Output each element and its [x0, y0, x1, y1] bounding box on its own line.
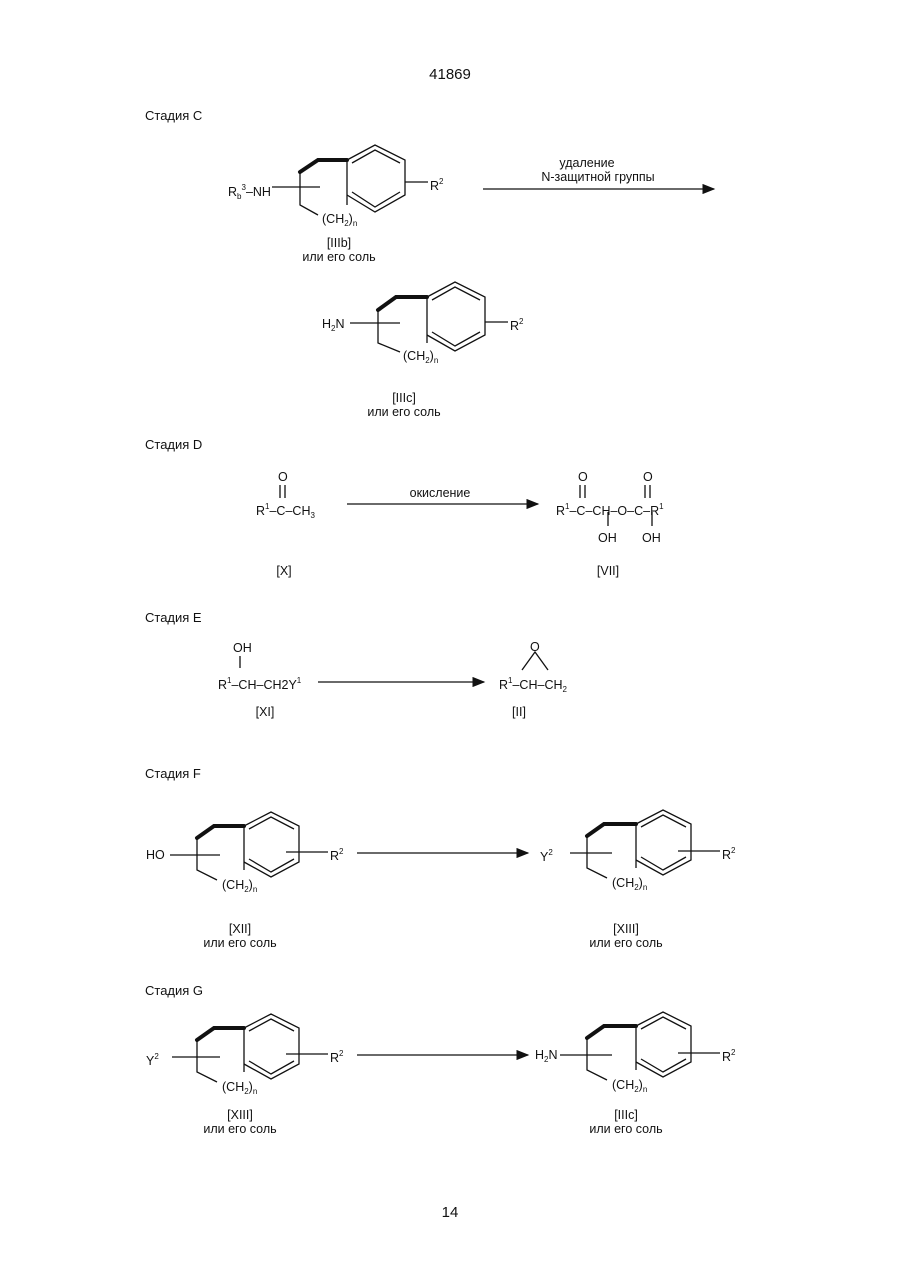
- arrow-label-oxidation: окисление: [410, 486, 471, 500]
- salt-note-xiii-f: или его соль: [589, 936, 662, 950]
- salt-note-iiib: или его соль: [302, 250, 375, 264]
- ring-system-xiii-g: [172, 1014, 328, 1082]
- epoxide-ring: [522, 652, 548, 670]
- salt-note-iiic: или его соль: [367, 405, 440, 419]
- ring-system-xiii-f: [570, 810, 720, 878]
- ch2n-bridge-xiii: (CH2)n: [612, 876, 647, 895]
- ch2n-bridge-iiic: (CH2)n: [403, 349, 438, 368]
- stage-g-title: Стадия G: [145, 983, 203, 998]
- r2-substituent-xii: R2: [330, 845, 343, 863]
- ring-system-iiic: [350, 282, 508, 352]
- ring-system-iiib: [272, 145, 428, 215]
- h2n-group-iiic-g: H2N: [535, 1048, 558, 1067]
- hydroxyl-vii-b: OH: [642, 531, 661, 545]
- h2n-group-iiic: H2N: [322, 317, 345, 336]
- stage-d-title: Стадия D: [145, 437, 202, 452]
- stage-e-title: Стадия Е: [145, 610, 202, 625]
- ch2n-bridge-xii: (CH2)n: [222, 878, 257, 897]
- carbonyl-o-vii-a: O: [578, 470, 588, 484]
- carbonyl-x: [280, 485, 285, 498]
- ch2n-bridge-iiib: (CH2)n: [322, 212, 357, 231]
- compound-label-iiic: [IIIc]: [392, 391, 416, 405]
- carbonyl-o-x: O: [278, 470, 288, 484]
- product-ii-formula: R1–CH–CH2: [499, 674, 567, 697]
- compound-label-xii: [XII]: [229, 922, 251, 936]
- carbonyl-vii-a: [580, 485, 585, 498]
- compound-label-iiib: [IIIb]: [327, 236, 351, 250]
- r2-substituent-iiic: R2: [510, 315, 523, 333]
- compound-label-xiii-f: [XIII]: [613, 922, 639, 936]
- y2-group-xiii: Y2: [540, 846, 553, 864]
- compound-label-xiii-g: [XIII]: [227, 1108, 253, 1122]
- arrow-label-line1: удаление: [559, 156, 614, 170]
- stage-c-title: Стадия С: [145, 108, 202, 123]
- y2-group-xiii-g: Y2: [146, 1050, 159, 1068]
- product-vii-formula: R1–C–CH–O–C–R1: [556, 500, 664, 518]
- hydroxyl-xi: OH: [233, 641, 252, 655]
- hydroxyl-vii-a: OH: [598, 531, 617, 545]
- ch2n-bridge-xiii-g: (CH2)n: [222, 1080, 257, 1099]
- compound-label-xi: [XI]: [256, 705, 275, 719]
- salt-note-xiii-g: или его соль: [203, 1122, 276, 1136]
- carbonyl-o-vii-b: O: [643, 470, 653, 484]
- ring-system-iiic-g: [560, 1012, 720, 1080]
- ring-system-xii: [170, 812, 328, 880]
- r2-substituent-xiii: R2: [722, 844, 735, 862]
- compound-label-vii: [VII]: [597, 564, 619, 578]
- epoxide-oxygen: O: [530, 640, 540, 654]
- r2-substituent-iiic-g: R2: [722, 1046, 735, 1064]
- ch2n-bridge-iiic-g: (CH2)n: [612, 1078, 647, 1097]
- stage-f-title: Стадия F: [145, 766, 201, 781]
- page-footer-number: 14: [0, 1204, 900, 1221]
- hydroxy-group-xii: HO: [146, 848, 165, 862]
- carbonyl-vii-b: [645, 485, 650, 498]
- rb3-nh-group: Rb3–NH: [228, 181, 271, 204]
- salt-note-xii: или его соль: [203, 936, 276, 950]
- reactant-xi-formula: R1–CH–CH2Y1: [218, 674, 301, 692]
- r2-substituent-xiii-g: R2: [330, 1047, 343, 1065]
- salt-note-iiic-g: или его соль: [589, 1122, 662, 1136]
- compound-label-iiic-g: [IIIc]: [614, 1108, 638, 1122]
- r2-substituent-iiib: R2: [430, 175, 443, 193]
- compound-label-x: [X]: [276, 564, 291, 578]
- arrow-label-line2: N-защитной группы: [541, 170, 654, 184]
- reactant-x-formula: R1–C–CH3: [256, 500, 315, 523]
- compound-label-ii: [II]: [512, 705, 526, 719]
